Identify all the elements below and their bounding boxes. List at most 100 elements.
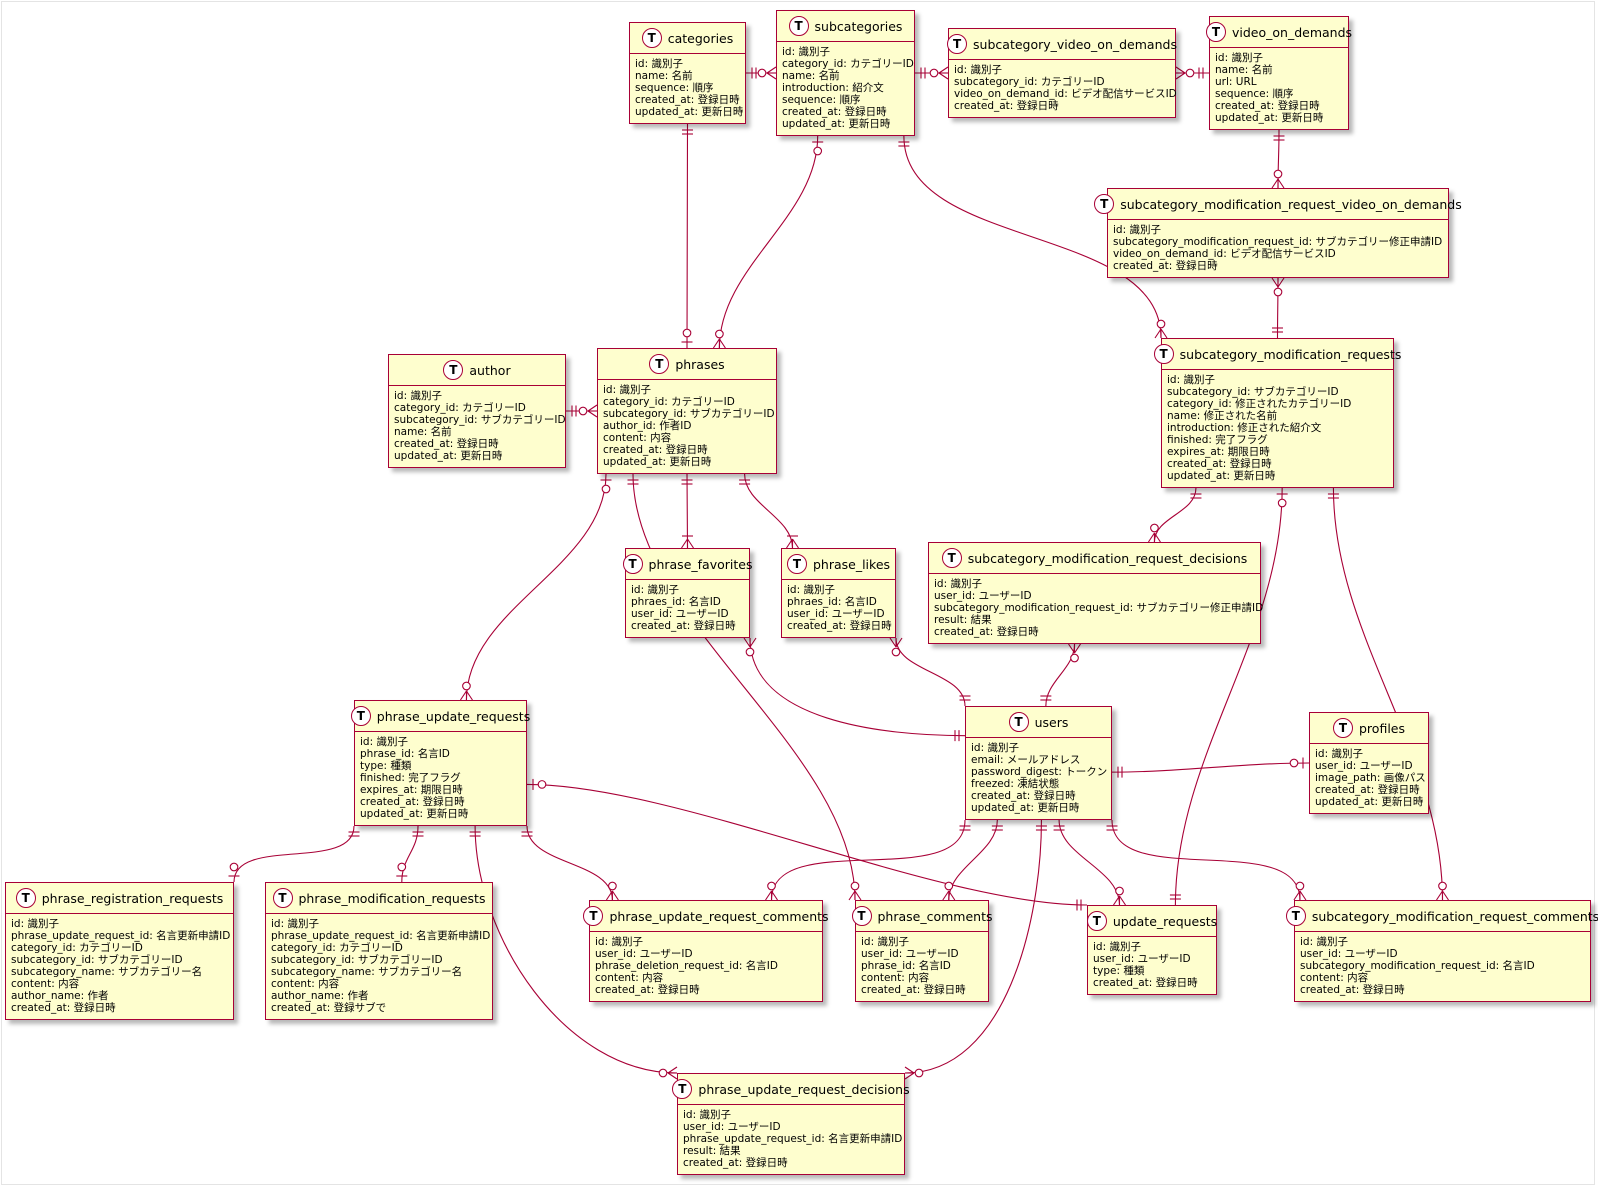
entity-field: sequence: 順序: [1215, 88, 1294, 100]
entity-field: created_at: 登録日時: [1315, 784, 1420, 796]
entity-field: video_on_demand_id: ビデオ配信サービスID: [954, 88, 1177, 100]
cardinality-zero-one: [1276, 493, 1288, 508]
entity-field: created_at: 登録日時: [954, 100, 1059, 112]
entity-field: type: 種類: [360, 760, 412, 772]
relation-subcategory-modification-requests-to-subcategory-modification-request-decisions: [1153, 487, 1197, 543]
entity-field: name: 修正された名前: [1167, 410, 1278, 422]
cardinality-zero-one: [396, 862, 408, 877]
table-icon: T: [786, 554, 807, 574]
cardinality-zero-many: [1154, 319, 1168, 339]
entity-field: updated_at: 更新日時: [1215, 112, 1324, 124]
entity-field: created_at: 登録日時: [394, 438, 499, 450]
table-icon: T: [272, 888, 293, 908]
cardinality-one: [1106, 825, 1118, 831]
entity-field: id: 識別子: [603, 384, 651, 396]
entity-field: author_name: 作者: [11, 990, 109, 1002]
relation-users-to-phrase-update-request-comments: [770, 819, 966, 901]
cardinality-zero-many: [765, 881, 778, 901]
cardinality-one: [898, 141, 910, 147]
entity-field: phrase_update_request_id: 名言更新申請ID: [271, 930, 491, 942]
entity-field: content: 内容: [11, 978, 80, 990]
relation-phrases-to-phrase-comments: [632, 473, 856, 901]
entity-field: subcategory_modification_request_id: サブカ…: [1113, 236, 1443, 248]
entity-field: content: 内容: [603, 432, 672, 444]
entity-field: created_at: 登録日時: [971, 790, 1076, 802]
entity-field: author_name: 作者: [271, 990, 369, 1002]
cardinality-one: [348, 831, 360, 837]
entity-name: subcategory_modification_request_video_o…: [1120, 196, 1462, 212]
entity-field: id: 識別子: [1167, 374, 1215, 386]
entity-name: phrase_comments: [877, 908, 993, 924]
entity-field: created_at: 登録日時: [683, 1157, 788, 1169]
cardinality-zero-many: [1271, 169, 1285, 189]
cardinality-zero-many: [942, 881, 956, 901]
cardinality-one: [1272, 327, 1283, 333]
cardinality-zero-many: [757, 66, 777, 80]
entity-name: phrases: [675, 356, 725, 372]
cardinality-one: [1198, 67, 1204, 79]
entity-field: created_at: 登録日時: [360, 796, 465, 808]
entity-field: finished: 完了フラグ: [360, 772, 461, 784]
entity-field: subcategory_id: サブカテゴリーID: [271, 954, 443, 966]
entity-name: subcategories: [814, 18, 903, 34]
entity-field: image_path: 画像パス: [1315, 772, 1426, 784]
entity-name: phrase_likes: [812, 556, 891, 572]
entity-field: user_id: ユーザーID: [1093, 953, 1191, 965]
entity-field: user_id: ユーザーID: [934, 590, 1032, 602]
entity-field: updated_at: 更新日時: [1167, 470, 1276, 482]
entity-field: category_id: カテゴリーID: [271, 942, 403, 954]
entity-field: id: 識別子: [1215, 52, 1263, 64]
entity-field: category_id: 修正されたカテゴリーID: [1167, 398, 1352, 410]
relation-users-to-update-requests: [1058, 819, 1121, 906]
cardinality-one: [1053, 825, 1065, 831]
entity-field: created_at: 登録日時: [635, 94, 740, 106]
entity-field: introduction: 修正された紹介文: [1167, 422, 1322, 434]
entity-field: subcategory_id: サブカテゴリーID: [11, 954, 183, 966]
entity-name: subcategory_modification_request_comment…: [1311, 908, 1598, 924]
entity-field: id: 識別子: [782, 46, 830, 58]
entity-name: phrase_modification_requests: [298, 890, 486, 906]
table-icon: T: [947, 34, 968, 54]
table-icon: T: [649, 354, 670, 374]
entity-field: subcategory_name: サブカテゴリー名: [271, 966, 463, 978]
entity-field: id: 識別子: [394, 390, 442, 402]
table-icon: T: [622, 554, 643, 574]
entity-field: content: 内容: [861, 972, 930, 984]
entity-field: updated_at: 更新日時: [360, 808, 469, 820]
entity-field: phraes_id: 名言ID: [787, 596, 877, 608]
entity-field: content: 内容: [271, 978, 340, 990]
entity-field: id: 識別子: [271, 918, 319, 930]
entity-field: user_id: ユーザーID: [1300, 948, 1398, 960]
